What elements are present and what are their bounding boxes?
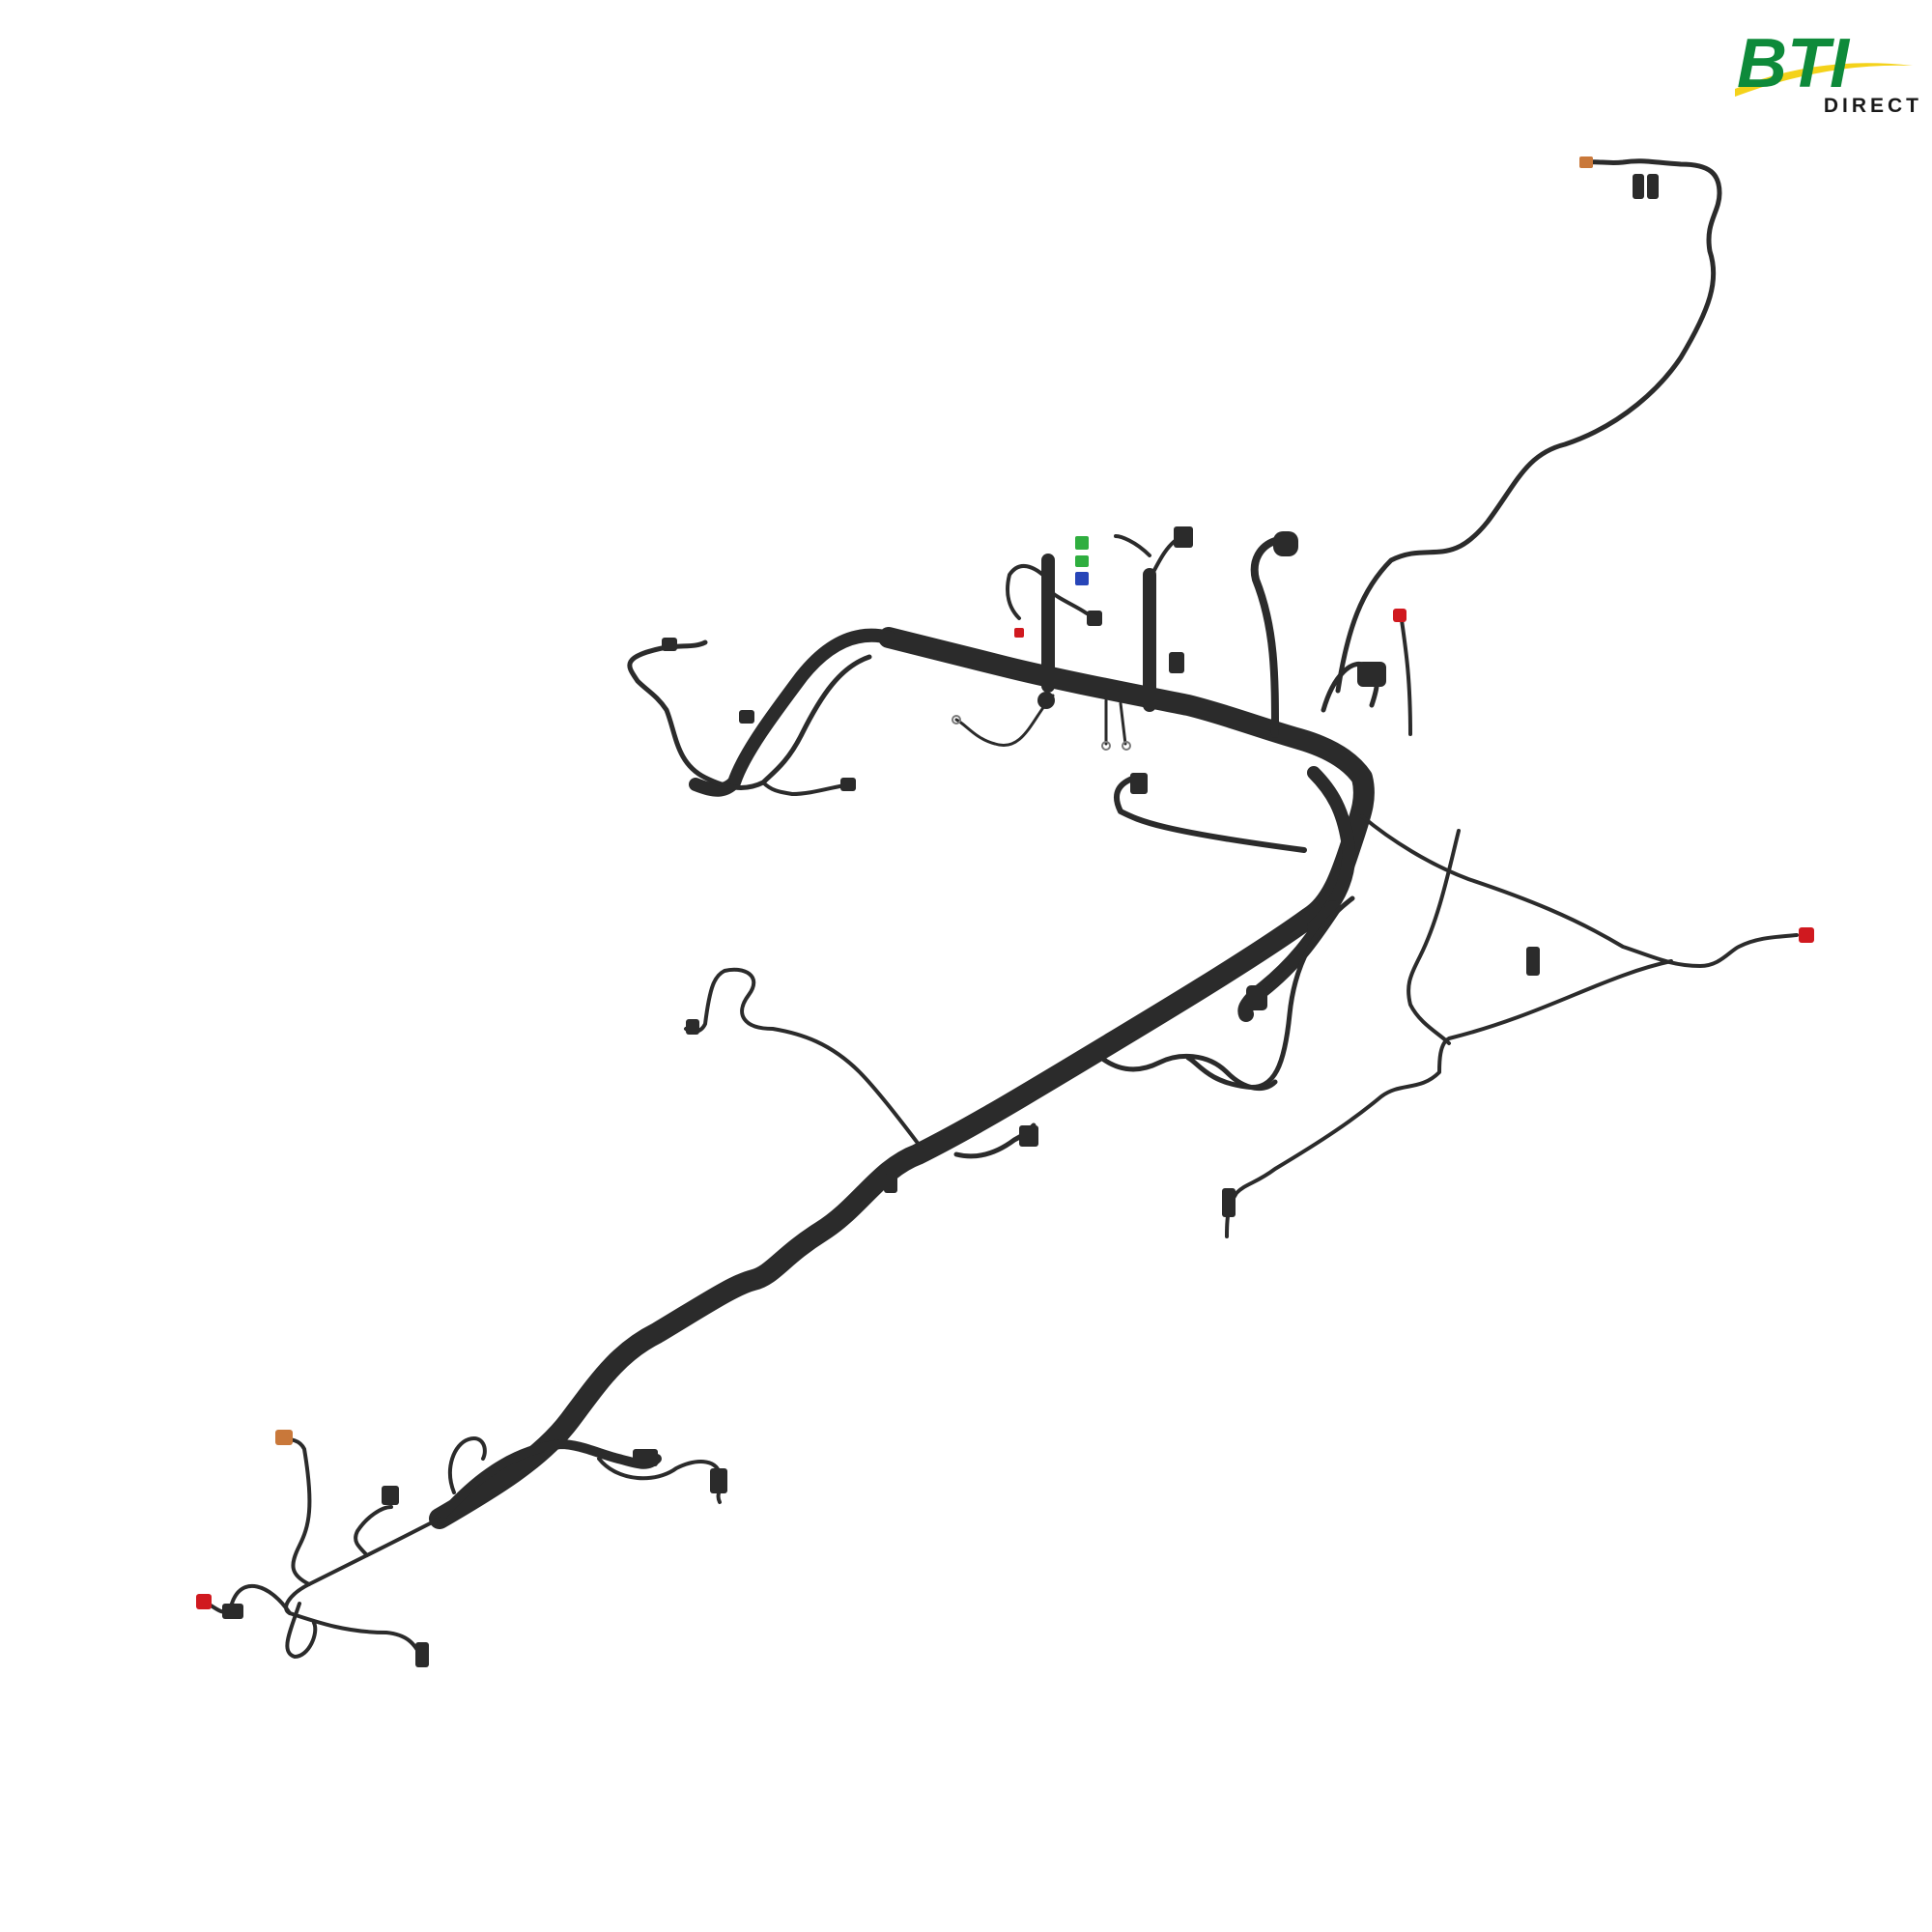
bottom-left-lead-4 xyxy=(201,1583,292,1615)
logo-subtitle: DIRECT xyxy=(1823,95,1922,117)
left-upper-sub xyxy=(761,781,852,796)
connector-black-bottom-3 xyxy=(633,1449,658,1466)
connector-black-upper-mid-2 xyxy=(1273,531,1298,556)
upper-bar xyxy=(689,628,895,797)
ground-lead-3 xyxy=(1119,701,1127,746)
middle-branch-2 xyxy=(1098,1053,1278,1092)
vert-branch-1b xyxy=(1046,587,1089,615)
bottom-left-lead-7 xyxy=(354,1505,393,1557)
connector-black-right-1 xyxy=(1526,947,1540,976)
connectors xyxy=(196,156,1814,1667)
main-trunk xyxy=(429,627,1375,1529)
bottom-left-lead-6 xyxy=(285,1602,318,1659)
connector-black-left-upper-2 xyxy=(840,778,856,791)
connector-black-mid-left-2 xyxy=(884,1174,897,1193)
bottom-left-lead-2 xyxy=(284,1517,441,1615)
left-upper-branch xyxy=(627,639,872,790)
middle-left-branch xyxy=(684,967,924,1151)
connector-blue xyxy=(1075,572,1089,585)
bottom-left-lead-5 xyxy=(288,1611,425,1663)
bti-logo: BTI xyxy=(1735,25,1913,102)
connector-black-left-upper xyxy=(739,710,754,724)
bottom-left-lead-3 xyxy=(283,1437,312,1586)
bottom-left-lead-8 xyxy=(448,1436,487,1494)
ring-terminal-2 xyxy=(1101,741,1111,751)
logo-brand-text: BTI xyxy=(1737,25,1851,102)
connector-black-mid-2 xyxy=(1222,1188,1236,1217)
connector-red-upper-mid xyxy=(1393,609,1406,622)
connector-black-lead-middle xyxy=(1130,773,1148,794)
connector-black-bottom-4 xyxy=(382,1486,399,1505)
vert-branch-2b xyxy=(1114,534,1151,557)
connector-black-upper-right-2 xyxy=(1647,174,1659,199)
vert-branch-3b xyxy=(1399,611,1412,736)
lower-right-sub-3 xyxy=(1185,895,1355,1091)
connector-black-upper-1 xyxy=(1174,526,1193,548)
connector-black-mid-left xyxy=(686,1019,699,1035)
ground-lead-1 xyxy=(954,694,1055,748)
connector-tan-bottom-left xyxy=(275,1430,293,1445)
connector-green-1 xyxy=(1075,536,1089,550)
bottom-left-lead-1 xyxy=(597,1457,724,1504)
connector-tan-upper-right xyxy=(1579,156,1593,168)
connector-black-upper-3 xyxy=(1087,611,1102,626)
logo-swoosh xyxy=(1735,63,1913,97)
connector-red-bottom-left xyxy=(196,1594,212,1609)
connector-black-mid-3 xyxy=(1246,985,1267,1010)
connector-black-upper-right-1 xyxy=(1633,174,1644,199)
connector-round-mid xyxy=(1037,692,1055,709)
connector-black-bottom-2 xyxy=(710,1468,727,1493)
connector-black-bottom-1 xyxy=(415,1642,429,1667)
vert-branch-1a xyxy=(1006,564,1050,620)
upper-right-branch xyxy=(1335,158,1722,694)
connector-black-upper-2 xyxy=(1169,652,1184,673)
connector-black-mid-1 xyxy=(1019,1125,1038,1147)
connector-black-upper-mid-1 xyxy=(1357,662,1386,687)
lower-right-sub-1 xyxy=(1225,959,1673,1238)
connector-black-bottom-left xyxy=(222,1604,243,1619)
ring-terminal-1 xyxy=(952,715,961,724)
lower-right-branch xyxy=(1360,814,1799,968)
connector-red-right xyxy=(1799,927,1814,943)
vertical-3 xyxy=(1250,537,1279,738)
connector-green-2 xyxy=(1075,555,1089,567)
ring-terminal-3 xyxy=(1122,741,1131,751)
connector-red-upper-left xyxy=(1014,628,1024,638)
connector-black-left-upper-3 xyxy=(662,638,677,651)
middle-right-branch xyxy=(1114,775,1307,853)
lower-right-sub-2 xyxy=(1406,829,1461,1045)
